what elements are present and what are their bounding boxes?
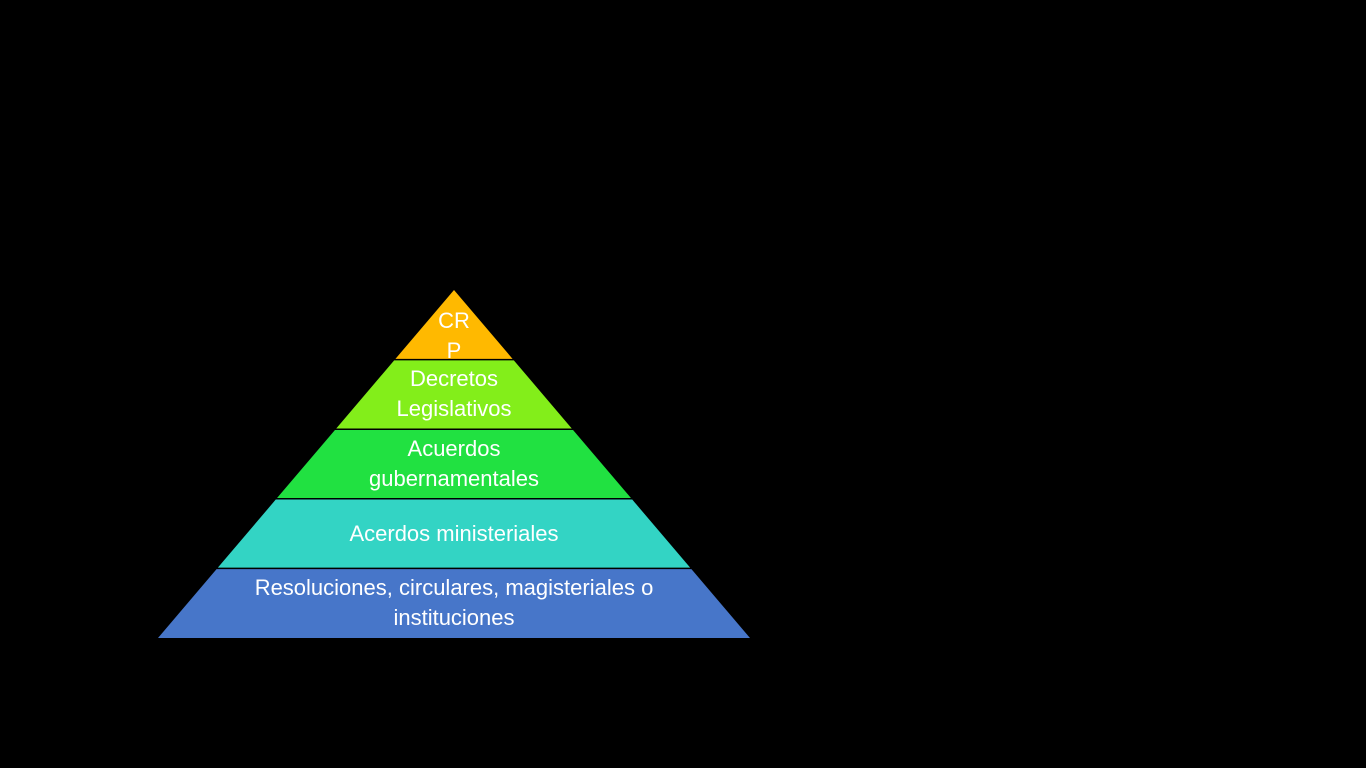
pyramid-level-1-label: CR P: [438, 306, 470, 366]
level-2-line-1: Decretos: [409, 366, 499, 392]
pyramid-level-5-shape: [158, 569, 750, 638]
pyramid-level-1-shape: [395, 290, 513, 359]
level-5-line-1: Resoluciones, circulares, magisteriales …: [254, 575, 654, 601]
pyramid-level-3-shape: [277, 429, 631, 499]
pyramid-level-3-label: Acuerdos gubernamentales: [369, 434, 539, 494]
level-5-line-2: instituciones: [393, 605, 515, 631]
level-1-line-2: P: [446, 338, 462, 363]
pyramid-level-4-label: Acerdos ministeriales: [349, 519, 558, 549]
level-4-line-1: Acerdos ministeriales: [349, 520, 559, 546]
pyramid-level-5-label: Resoluciones, circulares, magisteriales …: [255, 573, 654, 633]
pyramid-level-4-shape: [217, 499, 691, 568]
level-1-line-1: CR: [438, 308, 470, 333]
level-2-line-2: Legislativos: [396, 396, 512, 422]
level-3-line-2: gubernamentales: [368, 466, 540, 491]
pyramid-level-2-shape: [336, 360, 572, 429]
pyramid-level-2-label: Decretos Legislativos: [397, 364, 512, 424]
level-3-line-1: Acuerdos: [407, 436, 501, 461]
